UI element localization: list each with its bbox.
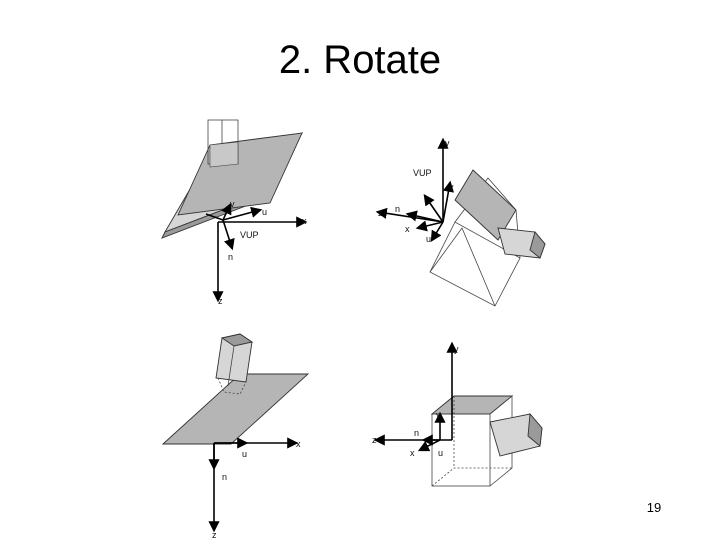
page-number: 19	[646, 500, 662, 515]
axis-label-z: z	[378, 208, 383, 218]
axis-label-z: z	[218, 296, 223, 306]
axis-label-x: x	[405, 224, 410, 234]
axis-label-x: x	[296, 439, 301, 449]
axis-label-v: v	[436, 410, 441, 420]
panel-bottom-left: x u n z	[161, 333, 310, 540]
axis-label-y: y	[454, 344, 459, 354]
slide-title: 2. Rotate	[278, 38, 442, 82]
axis-label-x: x	[410, 448, 415, 458]
axis-label-n: n	[395, 204, 400, 214]
axis-label-u: u	[438, 448, 443, 458]
axis-label-u: u	[262, 207, 267, 217]
axis-label-n: n	[228, 252, 233, 262]
panel-bottom-right: y v z n x u	[372, 341, 543, 487]
axis-label-x: x	[302, 216, 307, 226]
axis-label-n: n	[414, 428, 419, 438]
axis-label-u: u	[426, 234, 431, 244]
axis-label-z: z	[372, 435, 377, 445]
axis-label-v: v	[230, 199, 235, 209]
axis-label-u: u	[242, 449, 247, 459]
panel-top-right: y VUP v z n x u	[375, 137, 546, 307]
axis-label-vup: VUP	[413, 168, 432, 178]
axis-label-vup: VUP	[240, 230, 259, 240]
panel-top-left: x z n u v VUP	[161, 119, 308, 306]
axis-label-z: z	[212, 530, 217, 540]
axis-label-n: n	[222, 472, 227, 482]
axis-label-y: y	[445, 138, 450, 148]
axis-label-v: v	[449, 182, 454, 192]
